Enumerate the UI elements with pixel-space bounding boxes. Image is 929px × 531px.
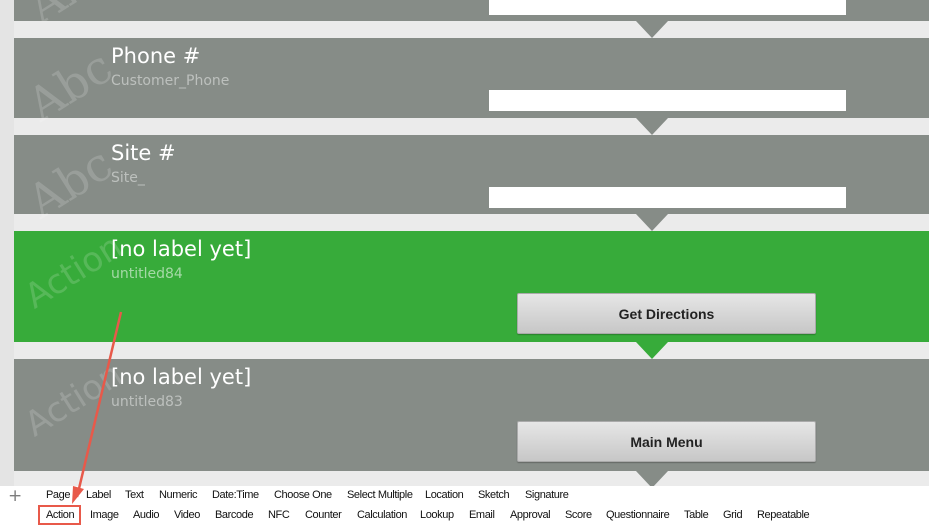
tool-questionnaire[interactable]: Questionnaire (606, 509, 670, 521)
tool-table[interactable]: Table (684, 509, 709, 521)
tool-page[interactable]: Page (46, 489, 71, 501)
tool-nfc[interactable]: NFC (268, 509, 290, 521)
field-label: Site # (111, 141, 176, 165)
action-tool-highlight (38, 505, 81, 525)
tool-audio[interactable]: Audio (133, 509, 160, 521)
field-variable-name: untitled84 (111, 266, 183, 282)
get-directions-button[interactable]: Get Directions (517, 293, 816, 334)
field-block-phone[interactable]: Abc Phone # Customer_Phone (14, 38, 929, 132)
field-block-action[interactable]: Action [no label yet] untitled83 Main Me… (14, 355, 929, 471)
tool-sketch[interactable]: Sketch (478, 489, 510, 501)
tool-select-multiple[interactable]: Select Multiple (347, 489, 413, 501)
tool-grid[interactable]: Grid (723, 509, 743, 521)
tool-choose-one[interactable]: Choose One (274, 489, 332, 501)
text-input-preview (489, 187, 846, 208)
text-input-preview (489, 0, 846, 15)
field-block-top[interactable]: Abc (14, 0, 929, 21)
text-type-watermark: Abc (18, 39, 122, 132)
tool-score[interactable]: Score (565, 509, 592, 521)
field-block-site[interactable]: Abc Site # Site_ (14, 135, 929, 229)
add-field-icon[interactable]: + (8, 486, 23, 506)
tool-approval[interactable]: Approval (510, 509, 551, 521)
tool-repeatable[interactable]: Repeatable (757, 509, 810, 521)
text-input-preview (489, 90, 846, 111)
text-type-watermark: Abc (18, 136, 122, 229)
tool-counter[interactable]: Counter (305, 509, 342, 521)
tool-datetime[interactable]: Date:Time (212, 489, 259, 501)
connector-arrow (636, 342, 668, 359)
tool-barcode[interactable]: Barcode (215, 509, 254, 521)
tool-signature[interactable]: Signature (525, 489, 569, 501)
tool-label[interactable]: Label (86, 489, 111, 501)
field-label: [no label yet] (111, 237, 252, 261)
connector-arrow (636, 118, 668, 135)
tool-numeric[interactable]: Numeric (159, 489, 198, 501)
tool-lookup[interactable]: Lookup (420, 509, 454, 521)
field-variable-name: untitled83 (111, 394, 183, 410)
tool-image[interactable]: Image (90, 509, 119, 521)
field-label: [no label yet] (111, 365, 252, 389)
tool-calculation[interactable]: Calculation (357, 509, 408, 521)
field-variable-name: Site_ (111, 170, 145, 186)
tool-video[interactable]: Video (174, 509, 200, 521)
text-type-watermark: Abc (18, 0, 122, 21)
tool-action[interactable]: Action (46, 509, 75, 521)
field-block-action-selected[interactable]: Action [no label yet] untitled84 Get Dir… (14, 227, 929, 342)
field-variable-name: Customer_Phone (111, 73, 230, 89)
field-label: Phone # (111, 44, 201, 68)
connector-arrow (636, 214, 668, 231)
main-menu-button[interactable]: Main Menu (517, 421, 816, 462)
tool-location[interactable]: Location (425, 489, 464, 501)
tool-text[interactable]: Text (125, 489, 144, 501)
left-rail (0, 0, 14, 486)
tool-email[interactable]: Email (469, 509, 495, 521)
connector-arrow (636, 471, 668, 488)
field-toolbox (0, 486, 929, 531)
connector-arrow (636, 21, 668, 38)
